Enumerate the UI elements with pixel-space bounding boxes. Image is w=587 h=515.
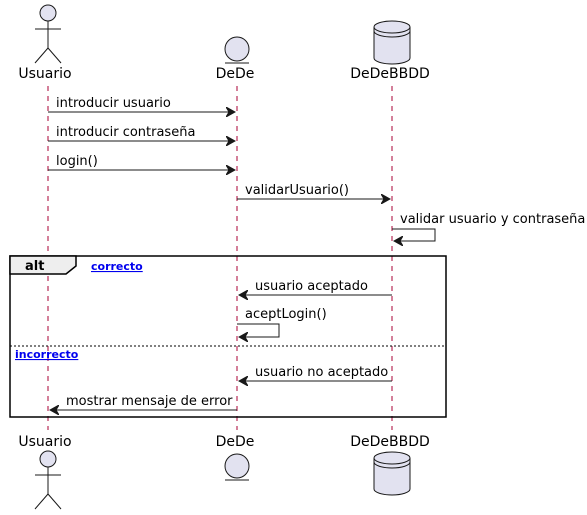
participant-label: DeDe	[216, 434, 255, 450]
message-3: login()	[48, 154, 235, 170]
entity-icon	[224, 453, 250, 481]
message-label: usuario aceptado	[255, 279, 368, 294]
message-label: validarUsuario()	[245, 183, 349, 198]
message-2: introducir contraseña	[48, 125, 235, 141]
participant-dede-top: DeDe	[216, 36, 255, 82]
participant-dedebbdd-top: DeDeBBDD	[350, 20, 430, 82]
message-label: aceptLogin()	[245, 307, 327, 322]
participant-dedebbdd-bottom: DeDeBBDD	[350, 434, 430, 496]
message-label: introducir contraseña	[56, 125, 195, 140]
participant-label: DeDeBBDD	[350, 434, 430, 450]
participant-dede-bottom: DeDe	[216, 434, 255, 481]
entity-icon	[224, 36, 250, 64]
participant-usuario-bottom: Usuario	[18, 434, 72, 510]
message-7-self: aceptLogin()	[237, 307, 327, 337]
participant-usuario-top: Usuario	[18, 4, 72, 82]
message-9: mostrar mensaje de error	[50, 394, 237, 410]
alt-label: alt	[25, 259, 44, 274]
participant-label: DeDeBBDD	[350, 66, 430, 82]
participant-label: Usuario	[18, 66, 71, 82]
message-6: usuario aceptado	[239, 279, 392, 295]
message-label: usuario no aceptado	[255, 365, 388, 380]
message-4: validarUsuario()	[237, 183, 390, 199]
actor-icon	[34, 450, 62, 510]
database-icon	[373, 451, 411, 496]
message-1: introducir usuario	[48, 96, 235, 112]
alt-fragment: alt correcto incorrecto	[9, 255, 447, 418]
guard-incorrecto: incorrecto	[15, 348, 79, 361]
message-5-self: validar usuario y contraseña	[392, 212, 585, 241]
message-8: usuario no aceptado	[239, 365, 392, 381]
alt-tab	[9, 255, 77, 275]
message-label: validar usuario y contraseña	[400, 212, 585, 227]
guard-correcto: correcto	[91, 260, 143, 273]
message-label: login()	[56, 154, 98, 169]
participant-label: DeDe	[216, 66, 255, 82]
participant-label: Usuario	[18, 434, 71, 450]
message-label: mostrar mensaje de error	[66, 394, 233, 409]
message-label: introducir usuario	[56, 96, 171, 111]
actor-icon	[34, 4, 62, 64]
database-icon	[373, 20, 411, 65]
